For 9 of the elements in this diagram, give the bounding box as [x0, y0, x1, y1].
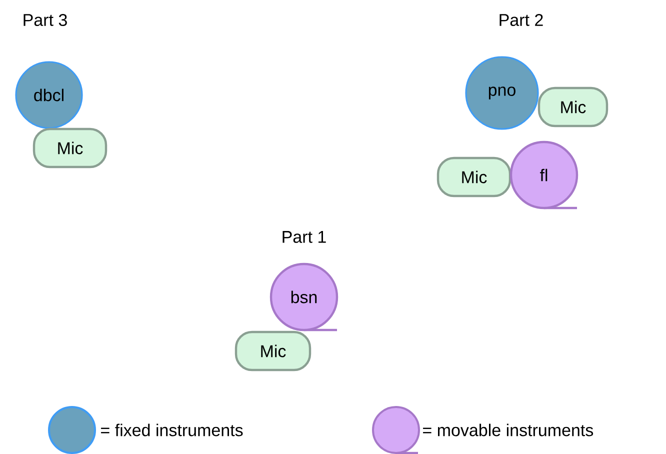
- mic-box: Mic: [32, 128, 108, 168]
- part-label: Part 1: [282, 231, 326, 243]
- mic-box: Mic: [538, 86, 608, 128]
- part-label: Part 2: [500, 14, 543, 26]
- legend-text: = movable instruments: [423, 424, 594, 436]
- legend-text: = fixed instruments: [101, 424, 243, 436]
- mic-box: Mic: [234, 330, 312, 372]
- mic-box: Mic: [436, 156, 512, 198]
- part-label: Part 3: [24, 14, 67, 26]
